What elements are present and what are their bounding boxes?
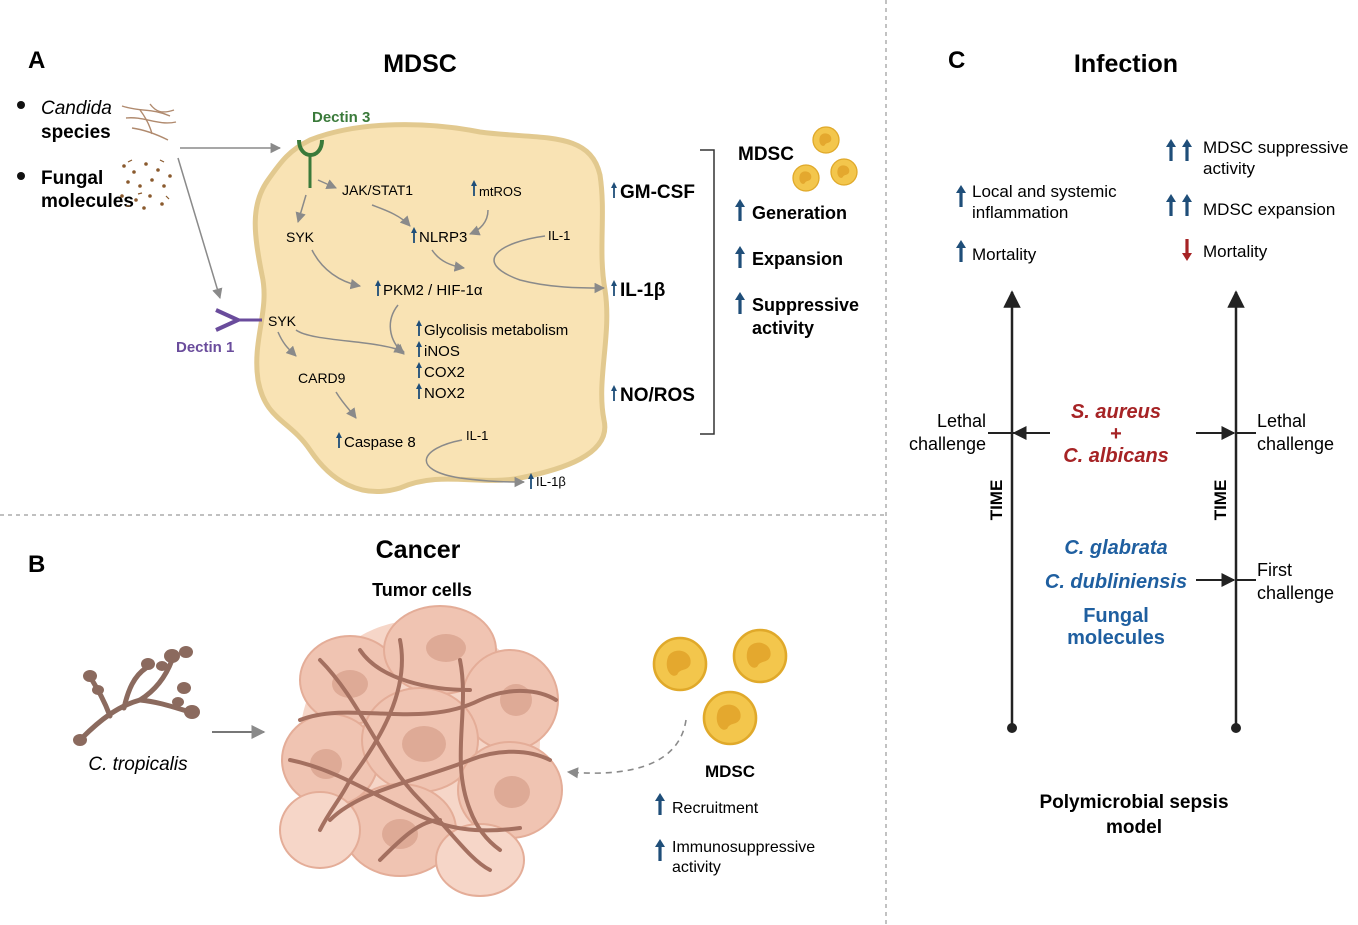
node-cox2: COX2 [424, 364, 465, 381]
dectin1-icon [215, 308, 243, 332]
effect-suppressive: Suppressive [752, 295, 859, 315]
bracket [700, 149, 715, 435]
panel-b-letter: B [28, 551, 45, 578]
panel-b-title: Cancer [376, 536, 461, 564]
bullet-candida-species: species [41, 122, 111, 143]
pathway-arrows [277, 179, 606, 488]
right-effect-mortality: Mortality [1203, 242, 1268, 261]
pathogen-plus: + [1110, 423, 1122, 445]
mdsc-cells-b-icon [652, 628, 788, 746]
effect-expansion: Expansion [752, 249, 843, 269]
fungi-c-dubliniensis: C. dubliniensis [1045, 571, 1187, 593]
model-label-2: model [1106, 817, 1162, 838]
bullet-fungal-line2: molecules [41, 191, 134, 212]
fungi-c-glabrata: C. glabrata [1064, 537, 1167, 559]
output-gm-csf: GM-CSF [620, 182, 695, 203]
c-tropicalis-icon [73, 646, 200, 746]
node-nlrp3: NLRP3 [419, 229, 467, 246]
node-inos: iNOS [424, 343, 460, 360]
effect-generation: Generation [752, 203, 847, 223]
lethal-left-2: challenge [909, 434, 986, 454]
panel-c-title: Infection [1074, 50, 1178, 78]
panel-c-letter: C [948, 47, 965, 74]
mdsc-cell-body [252, 122, 610, 495]
node-glycolysis: Glycolisis metabolism [424, 322, 568, 339]
arrow-to-dectin1 [177, 157, 223, 300]
node-mtros: mtROS [479, 184, 522, 199]
bullet-candida-italic: Candida [41, 98, 112, 119]
pathogen-c-albicans: C. albicans [1063, 445, 1169, 467]
node-syk-lower: SYK [268, 313, 297, 329]
dectin3-icon [297, 139, 324, 157]
node-il1-inner: IL-1 [548, 228, 570, 243]
output-no-ros: NO/ROS [620, 385, 695, 406]
hyphae-icon [121, 103, 177, 141]
node-pkm2-hif1a: PKM2 / HIF-1α [383, 282, 483, 299]
first-challenge-2: challenge [1257, 583, 1334, 603]
fungi-molecules: molecules [1067, 627, 1165, 649]
tumor-cluster [279, 605, 563, 897]
time-label-right: TIME [1211, 480, 1230, 521]
panel-a-title: MDSC [383, 50, 457, 78]
dectin1-label: Dectin 1 [176, 339, 234, 356]
node-jak-stat1: JAK/STAT1 [342, 182, 413, 198]
right-effect-suppressive-1: MDSC suppressive [1203, 138, 1349, 157]
node-syk-upper: SYK [286, 229, 315, 245]
mdsc-b-label: MDSC [705, 762, 755, 781]
bullet-dot [17, 101, 25, 109]
left-effect-inflammation-2: inflammation [972, 203, 1068, 222]
node-il1-lower: IL-1 [466, 428, 488, 443]
lethal-right-1: Lethal [1257, 411, 1306, 431]
right-effect-expansion: MDSC expansion [1203, 200, 1335, 219]
model-label-1: Polymicrobial sepsis [1039, 792, 1228, 813]
effects-mdsc-title: MDSC [738, 144, 794, 165]
left-effect-mortality: Mortality [972, 245, 1037, 264]
fungi-fungal: Fungal [1083, 605, 1149, 627]
mdsc-cells-icon [792, 126, 858, 192]
pathogen-s-aureus: S. aureus [1071, 401, 1161, 423]
effect-immunosuppressive: Immunosuppressive [672, 839, 815, 856]
bullet-dot [17, 172, 25, 180]
right-effect-suppressive-2: activity [1203, 159, 1255, 178]
first-challenge-1: First [1257, 560, 1292, 580]
effect-recruitment: Recruitment [672, 800, 759, 817]
fungal-molecules-icon [120, 162, 172, 210]
effect-immunosuppressive-activity: activity [672, 859, 721, 876]
c-tropicalis-label: C. tropicalis [88, 754, 188, 775]
node-caspase8: Caspase 8 [344, 434, 416, 451]
left-effect-inflammation-1: Local and systemic [972, 182, 1117, 201]
node-il1b-output: IL-1β [536, 474, 566, 489]
panel-a-letter: A [28, 47, 45, 74]
dectin3-label: Dectin 3 [312, 109, 370, 126]
node-nox2: NOX2 [424, 385, 465, 402]
lethal-left-1: Lethal [937, 411, 986, 431]
output-il1b: IL-1β [620, 280, 665, 301]
bullet-fungal-line1: Fungal [41, 168, 103, 189]
lethal-right-2: challenge [1257, 434, 1334, 454]
time-label-left: TIME [987, 480, 1006, 521]
effect-activity: activity [752, 318, 814, 338]
recruitment-dashed-arrow [566, 719, 687, 779]
node-card9: CARD9 [298, 370, 346, 386]
tumor-cells-label: Tumor cells [372, 580, 472, 600]
